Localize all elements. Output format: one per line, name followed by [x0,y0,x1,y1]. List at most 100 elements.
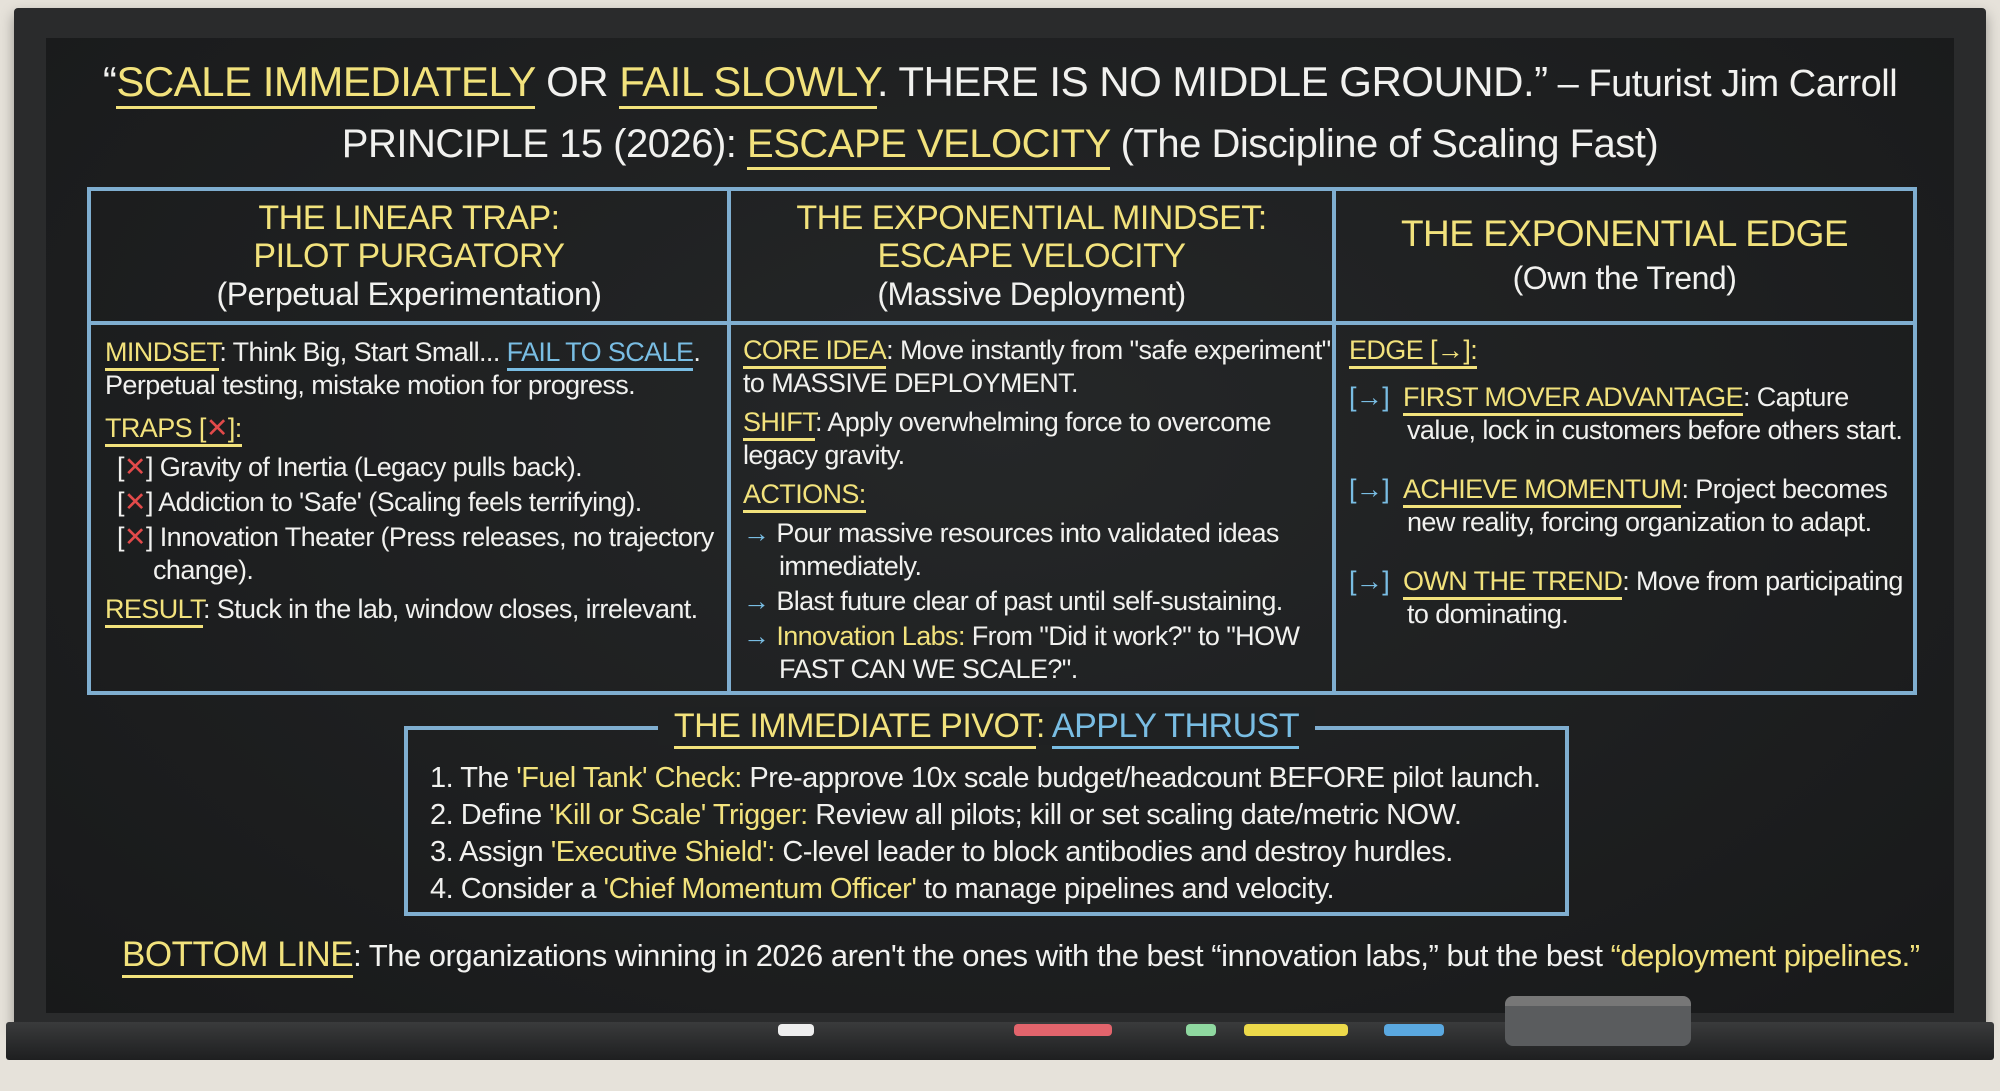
step-pre: 3. Assign [430,836,551,868]
header-line: ESCAPE VELOCITY [877,237,1186,275]
action-text: From "Did it work?" to "HOW FAST CAN WE … [779,621,1300,684]
header-sub: (Own the Trend) [1512,260,1737,296]
action-item: → Innovation Labs: From "Did it work?" t… [743,620,1333,686]
pivot-title: THE IMMEDIATE PIVOT: APPLY THRUST [408,707,1565,749]
step-highlight: 'Chief Momentum Officer' [603,873,917,905]
quote-scale: SCALE IMMEDIATELY [116,58,535,109]
trap-text: Innovation Theater (Press releases, no t… [153,522,714,585]
traps-label: TRAPS [ [105,413,206,443]
edge-item: [→] ACHIEVE MOMENTUM: Project becomes ne… [1349,473,1919,539]
column-linear-trap: MINDSET: Think Big, Start Small... FAIL … [105,336,730,632]
punct: . [693,337,701,367]
edge-item-text: : Capture value, lock in customers befor… [1407,382,1903,445]
principle-name: ESCAPE VELOCITY [747,122,1111,170]
immediate-pivot-box: THE IMMEDIATE PIVOT: APPLY THRUST 1. The… [404,707,1569,916]
arrow-icon: [→] [1349,382,1390,412]
traps-heading: TRAPS [✕]: [105,412,730,447]
bottom-line-label: BOTTOM LINE [122,935,354,978]
arrow-icon: → [743,586,770,616]
mindset-text: : Think Big, Start Small... [219,337,507,367]
edge-item-text: : Project becomes new reality, forcing o… [1407,474,1888,537]
x-icon: ✕ [123,452,147,482]
result-label: RESULT [105,594,204,628]
trap-item: [✕] Gravity of Inertia (Legacy pulls bac… [117,452,583,482]
edge-item: [→] FIRST MOVER ADVANTAGE: Capture value… [1349,381,1919,447]
step-highlight: 'Executive Shield': [550,836,776,868]
pivot-step: 4. Consider a 'Chief Momentum Officer' t… [430,871,1543,908]
action-text: Pour massive resources into validated id… [776,518,1279,581]
mindset: MINDSET: Think Big, Start Small... FAIL … [105,336,730,402]
header-line: THE EXPONENTIAL MINDSET: [796,199,1267,237]
header-line: PILOT PURGATORY [253,237,565,275]
trap-item: [✕] Innovation Theater (Press releases, … [117,522,714,585]
step-post: Review all pilots; kill or set scaling d… [807,799,1462,831]
step-highlight: 'Kill or Scale' Trigger: [549,799,808,831]
step-pre: 2. Define [430,799,550,831]
edge-item-label: OWN THE TREND [1403,566,1623,600]
x-icon: ✕ [123,522,147,552]
actions-label: ACTIONS: [743,479,866,513]
quote-author: – Futurist Jim Carroll [1547,63,1898,105]
trap-text: Addiction to 'Safe' (Scaling feels terri… [158,487,642,517]
step-post: Pre-approve 10x scale budget/headcount B… [741,762,1541,794]
yellow-chalk [1244,1024,1348,1036]
quote-mark: “ [102,58,117,105]
core-text: : Move instantly from "safe experiment" … [743,335,1331,398]
shift-label: SHIFT [743,407,816,441]
bottom-line: BOTTOM LINE: The organizations winning i… [122,935,1922,978]
action-item: → Blast future clear of past until self-… [743,585,1333,618]
pivot-title-thrust: APPLY THRUST [1051,707,1300,749]
divider [1332,191,1336,691]
edge-item: [→] OWN THE TREND: Move from participati… [1349,565,1919,631]
trap-text: Gravity of Inertia (Legacy pulls back). [159,452,583,482]
comparison-table: THE LINEAR TRAP:PILOT PURGATORY(Perpetua… [87,187,1917,695]
pivot-step: 3. Assign 'Executive Shield': C-level le… [430,834,1543,871]
result-text: : Stuck in the lab, window closes, irrel… [202,594,698,624]
header-sub: (Perpetual Experimentation) [216,276,602,312]
step-post: C-level leader to block antibodies and d… [774,836,1453,868]
action-item: → Pour massive resources into validated … [743,517,1333,583]
action-text: Blast future clear of past until self-su… [776,586,1283,616]
edge-label: EDGE [→]: [1349,335,1478,369]
column-exponential-edge: EDGE [→]: [→] FIRST MOVER ADVANTAGE: Cap… [1349,334,1919,637]
header-linear-trap: THE LINEAR TRAP:PILOT PURGATORY(Perpetua… [91,191,727,325]
step-highlight: 'Fuel Tank' Check: [516,762,742,794]
header-line: THE EXPONENTIAL EDGE [1400,213,1849,254]
result: RESULT: Stuck in the lab, window closes,… [105,593,730,628]
edge-heading: EDGE [→]: [1349,334,1919,369]
pivot-step: 1. The 'Fuel Tank' Check: Pre-approve 10… [430,760,1543,797]
actions-heading: ACTIONS: [743,478,1333,513]
chalkboard [46,38,1954,1013]
shift-text: : Apply overwhelming force to overcome l… [743,407,1272,470]
x-icon: ✕ [205,413,229,443]
edge-item-label: FIRST MOVER ADVANTAGE [1403,382,1744,416]
header-exponential-mindset: THE EXPONENTIAL MINDSET:ESCAPE VELOCITY(… [731,191,1332,325]
trap-item: [✕] Addiction to 'Safe' (Scaling feels t… [117,487,642,517]
step-post: to manage pipelines and velocity. [916,873,1335,905]
edge-item-label: ACHIEVE MOMENTUM [1403,474,1682,508]
green-chalk [1186,1024,1216,1036]
quote-title: “SCALE IMMEDIATELY OR FAIL SLOWLY. THERE… [0,58,2000,109]
header-line: THE LINEAR TRAP: [258,199,560,237]
red-chalk [1014,1024,1112,1036]
x-icon: ✕ [123,487,147,517]
step-pre: 4. Consider a [430,873,604,905]
core-idea: CORE IDEA: Move instantly from "safe exp… [743,334,1333,400]
arrow-icon: → [743,621,770,651]
traps-end: ]: [227,413,242,443]
punct: : [1035,707,1052,745]
divider [727,191,731,691]
quote-or: OR [534,58,620,105]
principle-label: PRINCIPLE 15 (2026): [341,122,748,166]
edge-item-text: : Move from participating to dominating. [1407,566,1903,629]
mindset-text2: Perpetual testing, mistake motion for pr… [105,370,636,400]
action-label: Innovation Labs: [776,621,965,651]
bottom-line-text: : The organizations winning in 2026 aren… [353,938,1611,973]
shift: SHIFT: Apply overwhelming force to overc… [743,406,1333,472]
blue-chalk [1384,1024,1444,1036]
eraser [1505,996,1691,1046]
step-pre: 1. The [430,762,517,794]
chalk-ledge [6,1022,1994,1060]
quote-fail: FAIL SLOWLY [619,58,877,109]
core-label: CORE IDEA [743,335,887,369]
